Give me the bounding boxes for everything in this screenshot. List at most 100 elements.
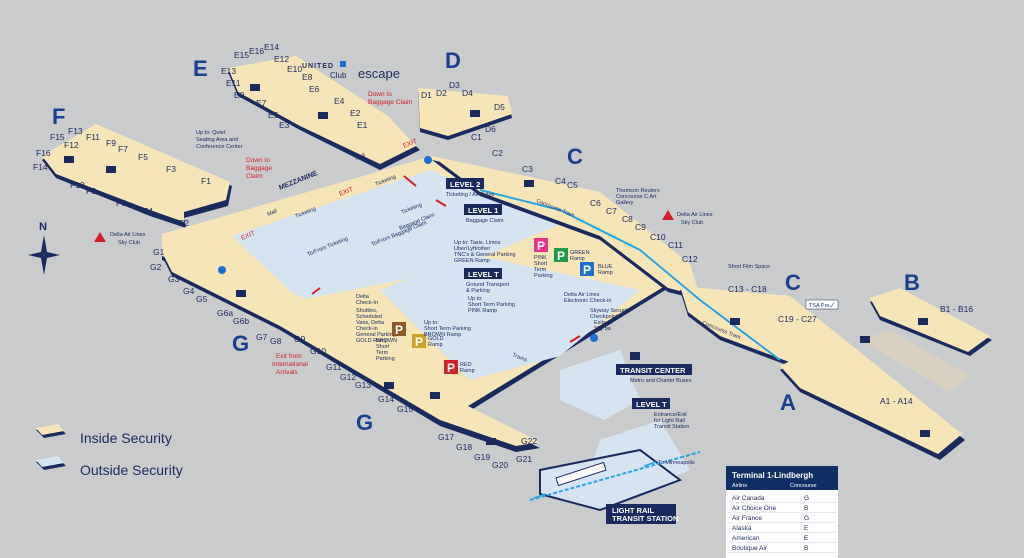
taxis-1: Up to: Taxis, Limos — [454, 240, 501, 246]
airline-table-concourse: G — [804, 515, 809, 522]
levelT2-tag — [632, 398, 670, 409]
shuttles-3: Vans, Delta — [356, 320, 385, 326]
level2-sub: Ticketing / All Gates — [446, 192, 495, 198]
info-icon — [590, 334, 598, 342]
gate-d3: D3 — [449, 80, 460, 90]
green-1: GREEN — [570, 250, 590, 256]
legend-inside-swatch — [36, 424, 66, 438]
levelT2-sub-1: Entrance/Exit — [654, 412, 687, 418]
gate-g8: G8 — [270, 336, 282, 346]
concourse-f-shape — [42, 124, 232, 228]
compass-icon — [28, 235, 60, 275]
gate-f1: F1 — [201, 176, 211, 186]
red-arrow-icon — [435, 199, 447, 207]
concourse-d-shape — [418, 88, 512, 140]
gate-f5: F5 — [138, 152, 148, 162]
airline-table-col-concourse: Concourse — [790, 483, 817, 489]
trams-label: Trams — [511, 352, 528, 363]
brown-1: BROWN — [376, 338, 397, 344]
pink-3: Term — [534, 267, 547, 273]
gate-e5: E5 — [268, 110, 279, 120]
transit-center-label: TRANSIT CENTER — [620, 366, 686, 375]
quiet-seating-3: Conference Center — [196, 144, 243, 150]
gate-d5: D5 — [494, 102, 505, 112]
restroom-icon — [730, 318, 740, 325]
levelT2-sub-3: Transit Station — [654, 424, 689, 430]
gate-c12: C12 — [682, 254, 698, 264]
red-arrow-icon — [569, 335, 581, 343]
pink-parking-icon — [534, 238, 548, 252]
level2-tag — [446, 178, 484, 189]
delta-sky-club-left-2: Sky Club — [118, 240, 140, 246]
gate-d4: D4 — [462, 88, 473, 98]
delta-sky-club-left-1: Delta Air Lines — [110, 232, 146, 238]
delta-logo-icon — [662, 210, 674, 220]
scrollbar[interactable] — [1012, 0, 1024, 558]
gate-f6: F6 — [116, 198, 126, 208]
level1-tag — [464, 204, 502, 215]
gate-d1: D1 — [421, 90, 432, 100]
gate-g10: G10 — [310, 346, 326, 356]
restroom-icon — [384, 382, 394, 389]
taxis-2: Uber/Lyft/other — [454, 246, 490, 252]
skyway-2: Checkpoint — [590, 314, 618, 320]
gate-b1-b16: B1 - B16 — [940, 304, 973, 314]
gate-f7: F7 — [118, 144, 128, 154]
concourse-b-shape — [870, 288, 992, 356]
concourse-letter-c-top: C — [567, 144, 583, 169]
mall-label-1: Mall — [267, 209, 279, 218]
gate-e1: E1 — [357, 120, 368, 130]
gate-g3: G3 — [168, 274, 180, 284]
shuttles-2: Scheduled — [356, 314, 382, 320]
gate-g4: G4 — [183, 286, 195, 296]
airline-table-airline: Air Canada — [732, 495, 765, 502]
airline-table-concourse: B — [804, 505, 808, 512]
down-baggage-claim-2b: Baggage — [246, 165, 272, 172]
gate-c7: C7 — [606, 206, 617, 216]
transit-center-sub: Metro and Charter Buses — [630, 378, 692, 384]
gate-c6: C6 — [590, 198, 601, 208]
down-baggage-claim-1a: Down to — [368, 91, 392, 98]
gate-labels-d: D1 D2 D3 D4 D5 D6 — [421, 80, 505, 134]
airline-table-airline: Alaska — [732, 525, 752, 532]
gate-g18: G18 — [456, 442, 472, 452]
level2-tag-label: LEVEL 2 — [450, 180, 480, 189]
blue-1: BLUE — [598, 264, 613, 270]
gate-g6a: G6a — [217, 308, 233, 318]
tsa-pre-check-icon: ✓ — [829, 301, 836, 310]
levelT-sub-1: Ground Transport — [466, 282, 510, 288]
gold-parking-p: P — [415, 335, 423, 349]
restroom-icon — [486, 438, 496, 445]
gate-g5: G5 — [196, 294, 208, 304]
light-rail-track — [529, 451, 701, 501]
levelT2-tag-label: LEVEL T — [636, 400, 667, 409]
brown-2: Short — [376, 344, 390, 350]
info-icon — [424, 156, 432, 164]
taxis-4: GREEN Ramp — [454, 258, 490, 264]
concourse-letter-f: F — [52, 104, 65, 129]
light-rail-label-2: TRANSIT STATION — [612, 514, 678, 523]
restroom-icon — [918, 318, 928, 325]
delta-sky-club-right-1: Delta Air Lines — [677, 212, 713, 218]
united-club-brand: UNITED — [302, 63, 334, 70]
skyway-1: Skyway Security — [590, 308, 631, 314]
thomson-reuters-1: Thomson Reuters — [616, 188, 660, 194]
concourse-letter-a: A — [780, 390, 796, 415]
concourse-a-shape — [780, 330, 970, 460]
gate-e7: E7 — [256, 98, 267, 108]
delta-logo-icon — [94, 232, 106, 242]
delta-echeck-2: Electronic Check-in — [564, 298, 611, 304]
gate-f13: F13 — [68, 126, 83, 136]
restroom-icon — [64, 156, 74, 163]
gate-g20: G20 — [492, 460, 508, 470]
gate-e14: E14 — [264, 42, 279, 52]
blue-parking-icon — [580, 262, 594, 276]
pink-4: Parking — [534, 273, 553, 279]
red-parking-p: P — [447, 361, 455, 375]
up-short-b-1: Up to: — [424, 320, 439, 326]
levelT-tag — [464, 268, 502, 279]
shuttles-4: Check-in — [356, 326, 378, 332]
down-baggage-claim-2a: Down to — [246, 157, 270, 164]
gate-f15: F15 — [50, 132, 65, 142]
